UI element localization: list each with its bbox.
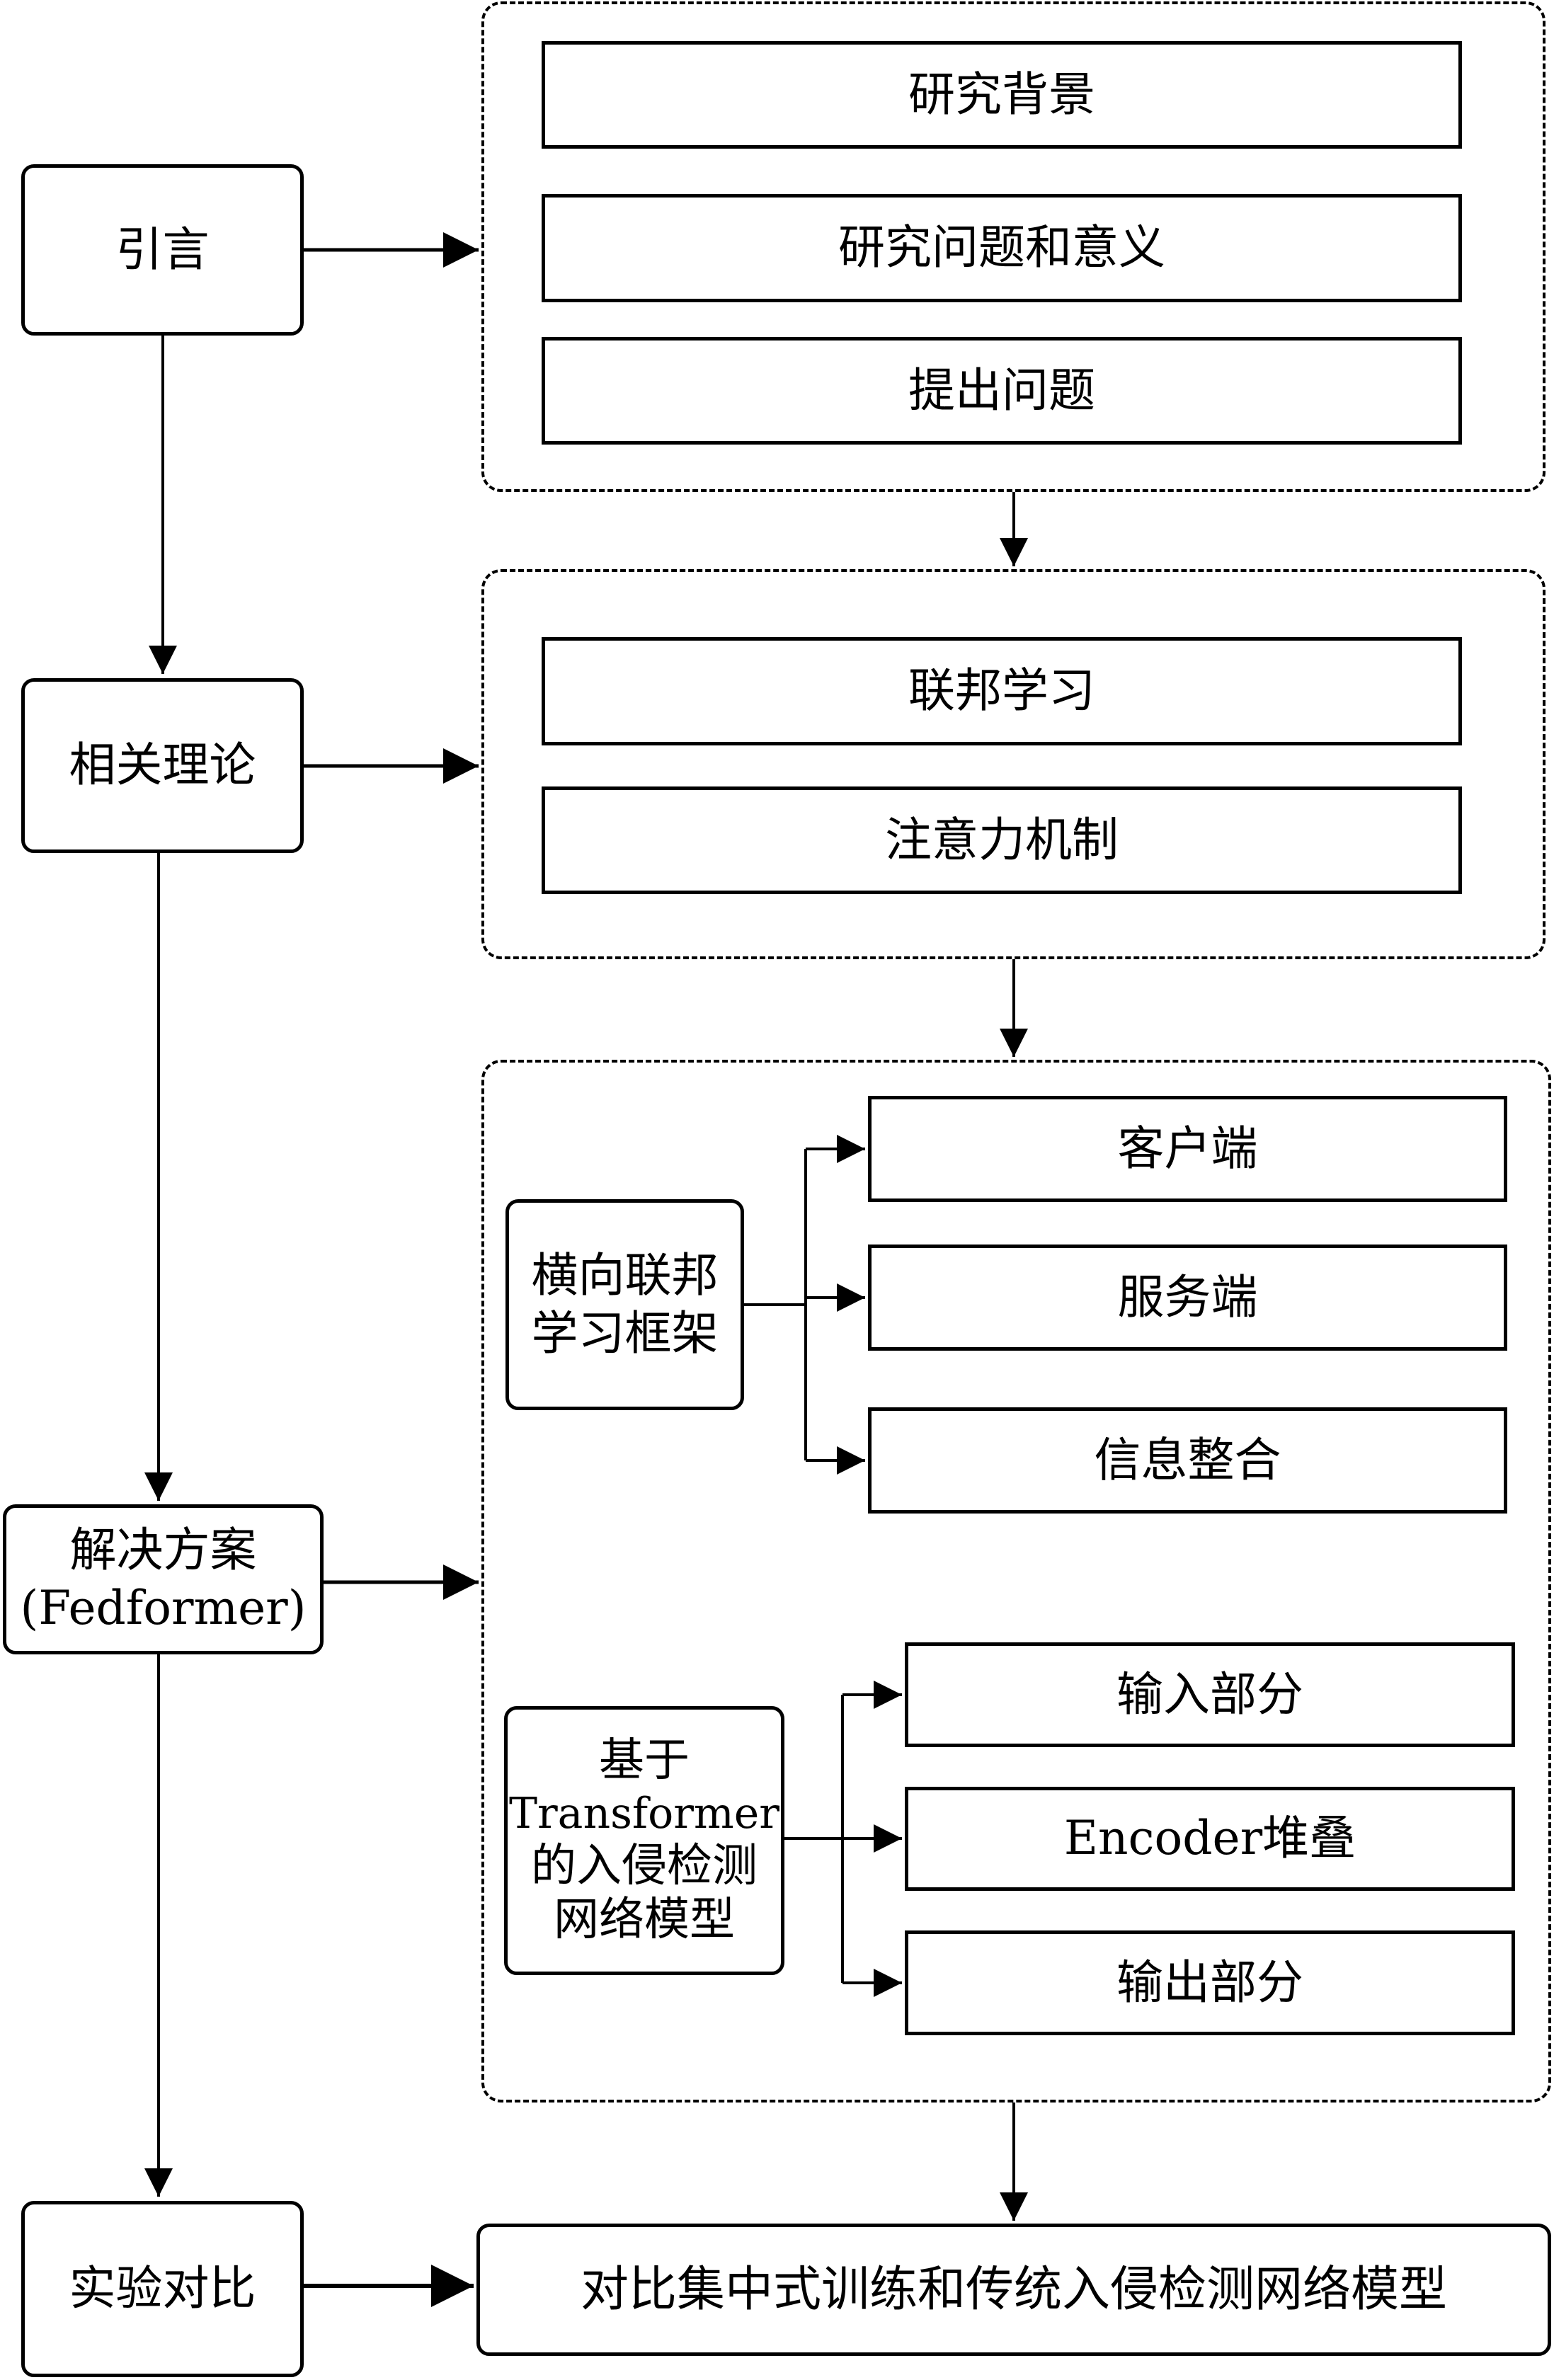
framework-label-line2: 学习框架 [531,1306,719,1361]
framework-item-integration: 信息整合 [868,1407,1507,1514]
model-item-encoder: Encoder堆叠 [905,1787,1515,1891]
framework-item-client-label: 客户端 [1117,1121,1258,1176]
group-introduction [481,1,1546,492]
step-solution: 解决方案 (Fedformer) [3,1504,324,1654]
model-item-output-label: 输出部分 [1116,1955,1303,2010]
group-theory [481,569,1546,959]
framework-item-integration-label: 信息整合 [1094,1432,1281,1487]
theory-item-attention: 注意力机制 [542,786,1462,894]
step-related-theory: 相关理论 [21,678,304,853]
intro-item-problem: 提出问题 [542,337,1462,445]
step-solution-label: 解决方案 [69,1522,257,1577]
step-solution-sublabel: (Fedformer) [20,1581,307,1635]
model-label-line3: 的入侵检测 [531,1839,758,1892]
intro-item-background: 研究背景 [542,41,1462,149]
step-experiment: 实验对比 [21,2201,304,2377]
step-experiment-label: 实验对比 [69,2261,256,2316]
intro-item-significance: 研究问题和意义 [542,194,1462,302]
theory-item-federated-learning-label: 联邦学习 [908,663,1095,719]
step-introduction-label: 引言 [115,222,210,277]
step-related-theory-label: 相关理论 [69,738,256,793]
experiment-result-label: 对比集中式训练和传统入侵检测网络模型 [580,2262,1447,2318]
model-item-input-label: 输入部分 [1116,1666,1303,1722]
intro-item-problem-label: 提出问题 [908,362,1095,418]
model-item-encoder-label: Encoder堆叠 [1063,1811,1356,1866]
framework-item-server: 服务端 [868,1245,1507,1351]
model-item-output: 输出部分 [905,1930,1515,2035]
theory-item-federated-learning: 联邦学习 [542,637,1462,745]
experiment-result: 对比集中式训练和传统入侵检测网络模型 [476,2224,1551,2356]
intro-item-significance-label: 研究问题和意义 [838,220,1165,275]
step-introduction: 引言 [21,164,304,336]
model-node: 基于 Transformer 的入侵检测 网络模型 [504,1706,784,1975]
framework-node: 横向联邦 学习框架 [505,1199,744,1410]
framework-item-server-label: 服务端 [1117,1269,1258,1325]
group-solution [481,1060,1551,2102]
model-label-line1: 基于 [599,1734,690,1787]
framework-item-client: 客户端 [868,1096,1507,1202]
theory-item-attention-label: 注意力机制 [885,812,1119,867]
model-label-line2: Transformer [508,1788,779,1838]
intro-item-background-label: 研究背景 [908,67,1095,122]
model-item-input: 输入部分 [905,1642,1515,1747]
framework-label-line1: 横向联邦 [531,1247,719,1303]
model-label-line4: 网络模型 [554,1894,735,1947]
